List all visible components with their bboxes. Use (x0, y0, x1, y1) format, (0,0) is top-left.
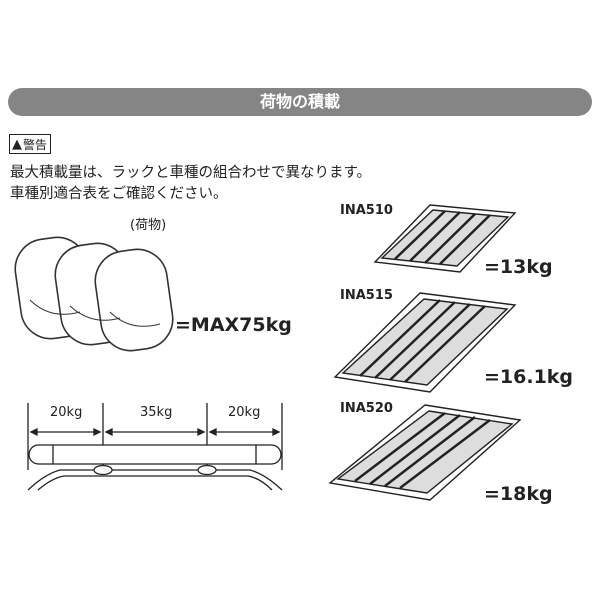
body-text-line-2: 車種別適合表をご確認ください。 (10, 186, 228, 202)
rack-model-ina520: INA520 (340, 401, 393, 416)
cargo-label: (荷物) (130, 218, 167, 233)
segment-load-right: 20kg (228, 405, 261, 420)
rack-load-ina520: =18kg (484, 483, 553, 505)
warning-label: 警告 (23, 137, 48, 152)
segment-load-center: 35kg (140, 405, 173, 420)
load-distribution-diagram (27, 403, 283, 491)
max-load-label: =MAX75kg (175, 314, 292, 336)
rack-model-ina510: INA510 (340, 203, 393, 218)
segment-load-left: 20kg (50, 405, 83, 420)
warning-triangle-icon: ▲ (12, 136, 22, 152)
rack-load-ina510: =13kg (484, 256, 553, 278)
body-text-line-1: 最大積載量は、ラックと車種の組合わせで異なります。 (10, 165, 372, 181)
warning-badge: ▲ 警告 (9, 134, 52, 154)
rack-ina510-illustration (373, 204, 517, 273)
rack-ina520-illustration (328, 404, 522, 501)
rack-model-ina515: INA515 (340, 288, 393, 303)
rack-load-ina515: =16.1kg (484, 366, 574, 388)
section-title: 荷物の積載 (8, 88, 592, 116)
rack-ina515-illustration (333, 292, 517, 393)
cargo-bags-illustration (14, 236, 174, 352)
